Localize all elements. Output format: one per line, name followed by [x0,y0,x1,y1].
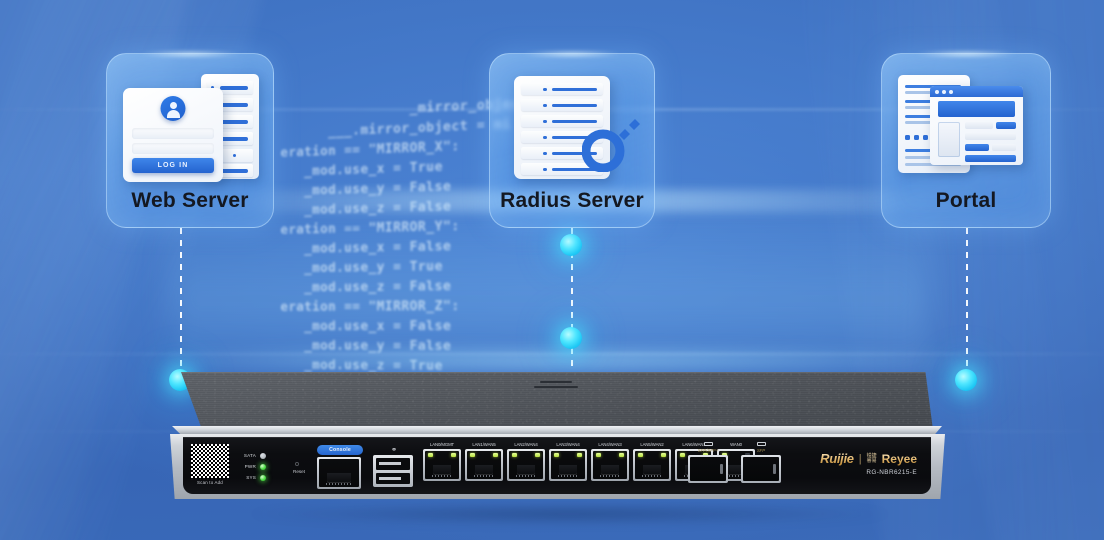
console-port[interactable] [317,457,361,489]
usb-port-upper[interactable] [376,458,410,470]
led-indicator-pwr [260,463,266,470]
password-field-graphic [132,143,214,154]
led-label-sata: SATA [243,453,256,458]
card-label-radius-server: Radius Server [500,189,644,212]
sfp-label-1: SFP [756,448,766,453]
port-label-3: LAN3/WAN4 [556,442,580,447]
ethernet-port-0[interactable]: LAN0/MGMT [423,442,461,481]
device-top-marking [533,381,578,390]
console-port-block[interactable]: Console [317,445,363,489]
led-label-pwr: PWR [244,464,256,469]
user-avatar-icon [160,96,186,121]
sfp-icon [688,442,728,448]
port-label-0: LAN0/MGMT [429,442,455,447]
portal-art [882,66,1050,188]
port-label-1: LAN1/WAN5 [472,442,496,447]
document-list-icon [514,76,610,179]
led-indicator-sys [260,474,266,481]
status-led-group: SATA PWR SYS [239,450,266,483]
browser-window-icon [930,86,1023,165]
sfp-port-group: SFP/SFP+ SFP [688,442,781,483]
qr-code-block[interactable]: Scan to Add [189,444,231,490]
floor-glow [120,345,1000,375]
brand-block: Ruijie | 锐捷 睿易 Reyee RG-NBR6215-E [820,451,917,476]
card-radius-server[interactable]: Radius Server [489,53,655,228]
sfp-icon [741,442,781,448]
brand-chinese-text: 锐捷 睿易 [866,452,877,464]
device-front-panel: Scan to Add SATA PWR SYS Reset [183,437,931,494]
usb-ports[interactable] [373,455,413,487]
led-label-sys: SYS [246,475,256,480]
brand-name-ruijie: Ruijie [820,451,854,466]
qr-code-icon[interactable] [191,444,229,478]
sfp-port-0[interactable]: SFP/SFP+ [688,442,728,483]
port-label-2: LAN2/WAN4 [514,442,538,447]
router-device[interactable]: Scan to Add SATA PWR SYS Reset [150,358,960,524]
ethernet-port-2[interactable]: LAN2/WAN4 [507,442,545,481]
username-field-graphic [132,128,214,139]
connector-node-portal [955,369,977,391]
connector-node-radius-upper [560,234,582,256]
card-portal[interactable]: Portal [881,53,1051,228]
led-row-sata: SATA [239,450,266,461]
brand-cn-top: 锐捷 [866,452,877,459]
qr-caption: Scan to Add [197,480,223,485]
sfp-port-1[interactable]: SFP [741,442,781,483]
window-sidebar [938,122,960,157]
device-model-number: RG-NBR6215-E [866,469,917,476]
radius-server-art [490,66,654,188]
ethernet-port-4[interactable]: LAN4/WAN3 [591,442,629,481]
reset-button[interactable]: Reset [293,462,306,474]
connector-radius-server [571,228,573,380]
connector-portal [966,228,968,380]
brand-name-reyee: Reyee [881,451,917,466]
device-shadow [250,504,890,524]
device-front-edge [172,426,942,435]
device-top-surface [181,372,933,430]
ethernet-port-1[interactable]: LAN1/WAN5 [465,442,503,481]
login-form-icon: LOG IN [123,88,223,182]
window-titlebar [930,86,1023,97]
brand-separator: | [858,452,862,465]
connector-node-radius-lower [560,327,582,349]
usb-port-block[interactable]: ⚭ [373,445,415,487]
led-row-pwr: PWR [239,461,266,472]
ethernet-port-5[interactable]: LAN5/WAN2 [633,442,671,481]
web-server-art: LOG IN [107,66,273,188]
port-label-7: WAN0 [730,442,742,447]
brand-cn-bottom: 睿易 [866,457,877,464]
usb-port-lower[interactable] [376,472,410,484]
port-label-6: LAN6/WAN1 [682,442,706,447]
usb-icon: ⚭ [391,447,397,454]
sfp-label-0: SFP/SFP+ [697,448,719,453]
card-web-server[interactable]: LOG IN Web Server [106,53,274,228]
led-row-sys: SYS [239,472,266,483]
ethernet-port-group: LAN0/MGMT LAN1/WAN5 LAN2/WAN4 LAN3/WAN4 … [423,442,755,481]
connector-web-server [180,228,182,380]
led-indicator-sata [260,452,266,459]
console-label: Console [317,445,363,455]
card-label-portal: Portal [935,189,997,212]
log-in-button[interactable]: LOG IN [132,158,214,173]
ethernet-port-3[interactable]: LAN3/WAN4 [549,442,587,481]
port-label-4: LAN4/WAN3 [598,442,622,447]
window-banner [938,101,1015,117]
card-label-web-server: Web Server [131,189,249,212]
port-label-5: LAN5/WAN2 [640,442,664,447]
key-icon [582,119,640,172]
